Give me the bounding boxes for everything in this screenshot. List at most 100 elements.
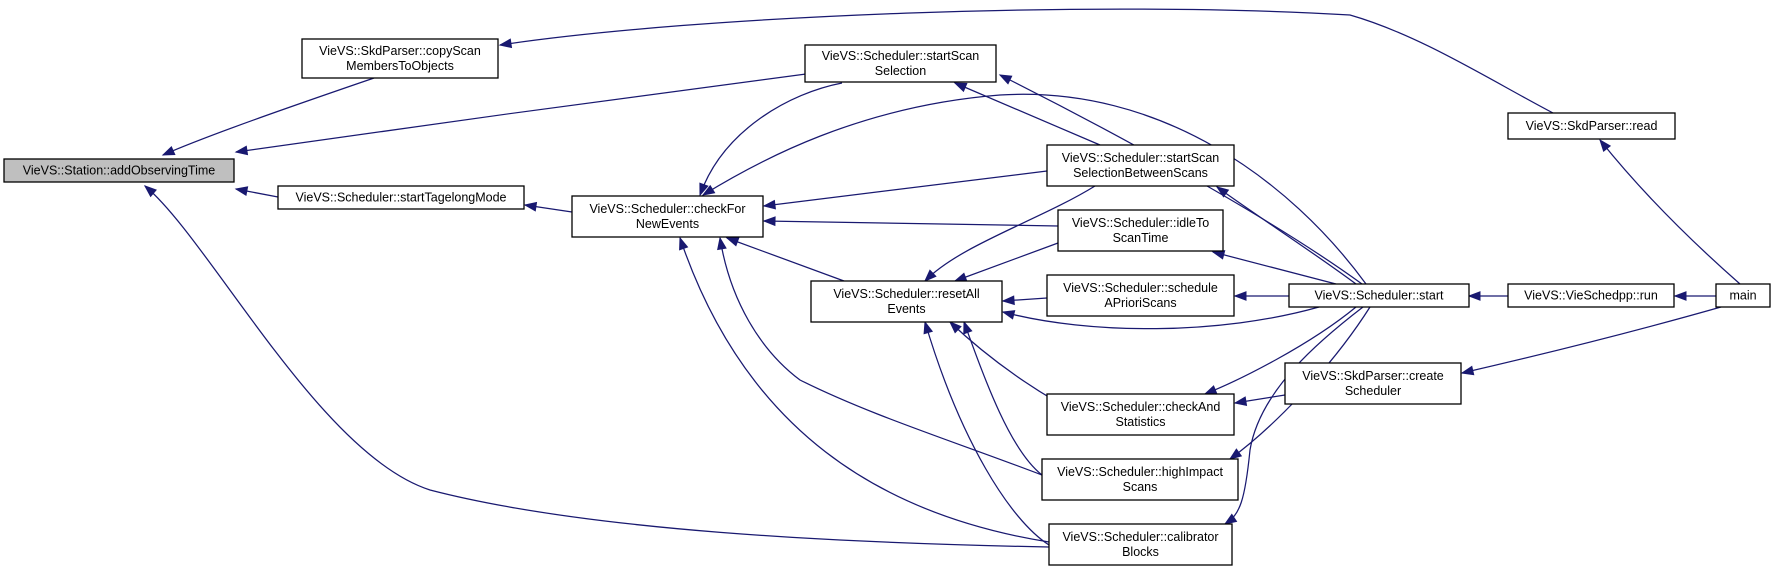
node-start[interactable]: VieVS::Scheduler::start	[1288, 283, 1470, 308]
edge-line	[1461, 306, 1722, 374]
node-box	[1507, 283, 1675, 308]
edge-start-to-scheduleAPrioriScans	[1233, 291, 1289, 301]
edge-arrowhead	[1228, 448, 1243, 460]
edge-arrowhead	[234, 145, 249, 156]
node-main[interactable]: main	[1715, 283, 1771, 308]
edge-calibratorBlocks-to-checkForNewEvents	[679, 236, 1050, 543]
node-box	[1041, 458, 1239, 501]
node-label: Statistics	[1115, 415, 1165, 429]
edge-arrowhead	[1203, 385, 1218, 395]
node-label: VieVS::Scheduler::start	[1314, 289, 1444, 303]
node-run[interactable]: VieVS::VieSchedpp::run	[1507, 283, 1675, 308]
node-label: SelectionBetweenScans	[1073, 166, 1208, 180]
edge-arrowhead	[953, 82, 968, 93]
edge-arrowhead	[699, 182, 709, 197]
edge-arrowhead	[1215, 186, 1230, 198]
edge-checkForNewEvents-to-startTagelongMode	[523, 201, 573, 213]
edge-startScanSelectionBetweenScans-to-startScanSelection	[953, 82, 1101, 146]
node-label: VieVS::Scheduler::checkFor	[589, 202, 745, 216]
node-label: VieVS::Scheduler::startScan	[822, 49, 980, 63]
node-skdRead[interactable]: VieVS::SkdParser::read	[1507, 112, 1676, 140]
edge-line	[1002, 306, 1320, 330]
node-box	[3, 158, 235, 183]
node-label: VieVS::VieSchedpp::run	[1524, 289, 1658, 303]
edge-line	[954, 242, 1059, 282]
edge-skdRead-to-copyScanMembers	[498, 8, 1554, 114]
node-box	[810, 280, 1003, 323]
node-label: VieVS::Scheduler::calibrator	[1062, 530, 1218, 544]
edge-start-to-startScanSelectionBetweenScans	[1215, 186, 1357, 285]
node-label: Scheduler	[1345, 384, 1401, 398]
node-label: NewEvents	[636, 217, 699, 231]
node-label: VieVS::Scheduler::idleTo	[1072, 216, 1209, 230]
edge-startTagelongMode-to-addObservingTime	[234, 186, 279, 198]
node-box	[1057, 209, 1224, 252]
edge-arrowhead	[1211, 250, 1226, 260]
edge-arrowhead	[234, 186, 249, 197]
edge-line	[699, 82, 843, 196]
node-label: APrioriScans	[1104, 296, 1176, 310]
edge-run-to-start	[1467, 291, 1508, 301]
node-addObservingTime[interactable]: VieVS::Station::addObservingTime	[3, 158, 235, 183]
node-startTagelongMode[interactable]: VieVS::Scheduler::startTagelongMode	[277, 185, 525, 210]
edge-main-to-run	[1673, 291, 1716, 301]
edge-arrowhead	[725, 237, 740, 247]
node-label: VieVS::SkdParser::copyScan	[319, 44, 481, 58]
edge-arrowhead	[963, 320, 973, 335]
edge-arrowhead	[762, 199, 776, 210]
edge-start-to-calibratorBlocks	[1223, 306, 1364, 525]
edge-line	[679, 237, 1050, 543]
node-box	[1507, 112, 1676, 140]
edge-start-to-checkAndStatistics	[1203, 306, 1357, 395]
edge-arrowhead	[953, 272, 968, 282]
node-box	[277, 185, 525, 210]
edge-arrowhead	[1460, 365, 1475, 376]
edge-arrowhead	[1001, 310, 1016, 320]
edge-idleToScanTime-to-checkForNewEvents	[762, 216, 1059, 227]
edge-line	[726, 237, 845, 282]
edge-start-to-resetAllEvents	[1001, 306, 1320, 330]
edge-arrowhead	[1001, 295, 1015, 306]
edge-calibratorBlocks-to-addObservingTime	[143, 185, 1050, 548]
edge-arrowhead	[1673, 291, 1687, 301]
edge-main-to-createScheduler	[1460, 306, 1722, 376]
edge-highImpactScans-to-resetAllEvents	[963, 320, 1043, 476]
edge-line	[144, 185, 1050, 548]
edge-line	[763, 220, 1059, 227]
node-box	[1046, 144, 1235, 187]
edge-line	[963, 321, 1043, 476]
edge-line	[235, 73, 807, 153]
node-label: VieVS::Scheduler::resetAll	[833, 287, 979, 301]
node-label: VieVS::Scheduler::schedule	[1063, 281, 1218, 295]
node-label: VieVS::Scheduler::startTagelongMode	[295, 191, 506, 205]
node-box	[1288, 283, 1470, 308]
edge-arrowhead	[998, 74, 1013, 85]
edge-createScheduler-to-checkAndStatistics	[1233, 394, 1286, 407]
node-label: Scans	[1123, 480, 1158, 494]
edge-arrowhead	[523, 201, 538, 212]
edge-line	[924, 321, 1050, 546]
node-label: VieVS::Scheduler::checkAnd	[1061, 400, 1221, 414]
edge-calibratorBlocks-to-resetAllEvents	[923, 320, 1050, 546]
edge-arrowhead	[1223, 513, 1238, 525]
edge-arrowhead	[679, 236, 689, 251]
node-startScanSelectionBetweenScans[interactable]: VieVS::Scheduler::startScanSelectionBetw…	[1046, 144, 1235, 187]
node-label: VieVS::Scheduler::highImpact	[1057, 465, 1223, 479]
node-label: VieVS::Scheduler::startScan	[1062, 151, 1220, 165]
node-label: ScanTime	[1113, 231, 1169, 245]
edge-arrowhead	[923, 320, 934, 335]
edge-arrowhead	[1233, 396, 1248, 407]
node-copyScanMembers[interactable]: VieVS::SkdParser::copyScanMembersToObjec…	[301, 38, 499, 79]
node-box	[804, 44, 997, 83]
node-label: MembersToObjects	[346, 59, 454, 73]
